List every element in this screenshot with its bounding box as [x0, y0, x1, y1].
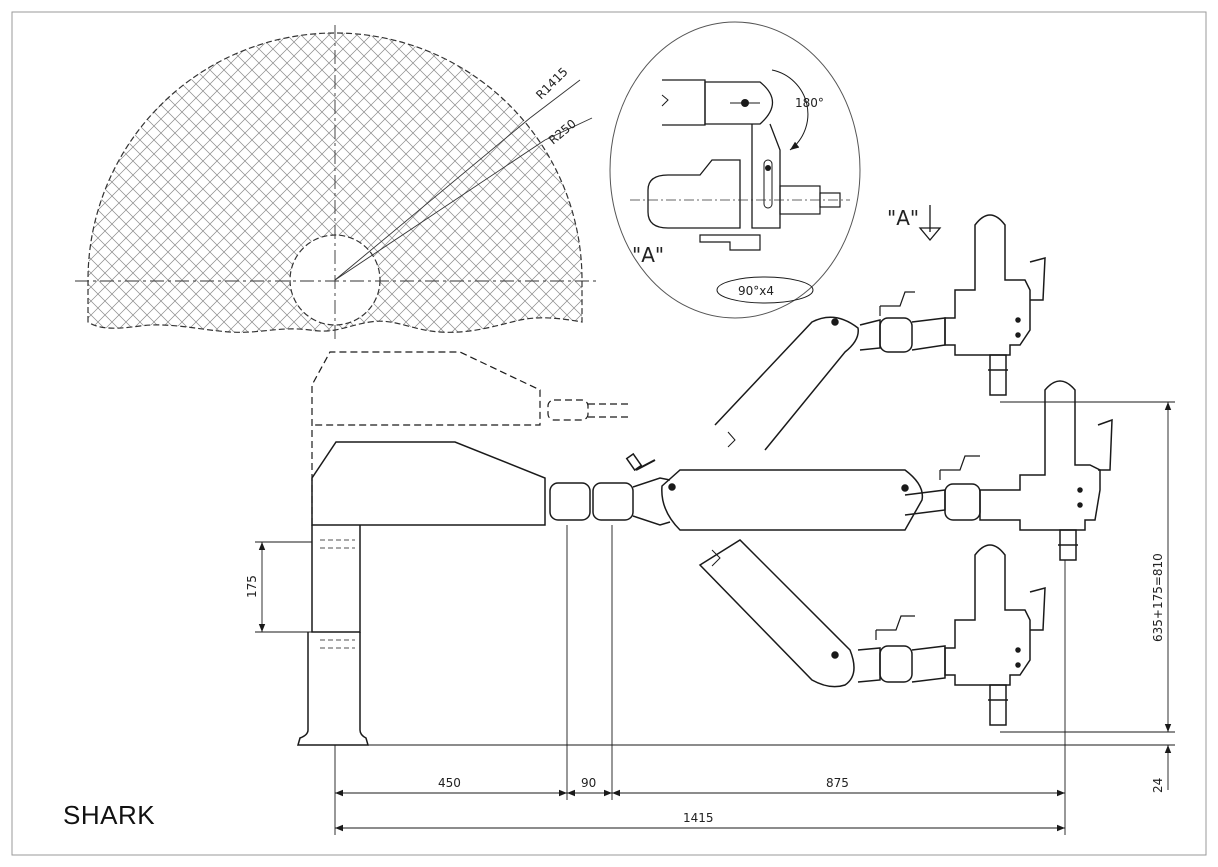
second-arm-upper	[714, 291, 946, 451]
dim-arm-first: 450	[438, 776, 461, 790]
column	[297, 525, 369, 746]
dim-base-offset: 24	[1151, 778, 1165, 793]
tool-head-upper	[944, 214, 1046, 396]
tool-head-lower	[944, 544, 1046, 726]
second-arm-middle	[625, 452, 981, 531]
radius-inner-label: R250	[546, 116, 579, 147]
arm-upper-position	[311, 351, 630, 525]
view-arrow: "A"	[887, 205, 942, 242]
detail-view-circle: 180° "A" 90°x4	[609, 21, 861, 319]
drawing-frame	[11, 11, 1207, 856]
main-arm	[311, 441, 671, 526]
radius-leader-outer	[334, 117, 531, 281]
working-area: R1415 R250	[75, 25, 600, 340]
dim-arm-gap: 90	[581, 776, 596, 790]
dim-arm-second: 875	[826, 776, 849, 790]
dim-total-reach: 1415	[683, 811, 714, 825]
radius-outer-label: R1415	[533, 65, 570, 102]
view-a-label: "A"	[632, 243, 664, 267]
indexing-badge	[716, 276, 814, 304]
tool-head-middle	[979, 380, 1113, 561]
second-arm-lower	[698, 539, 946, 688]
indexing-label: 90°x4	[738, 284, 774, 298]
dim-vertical-stroke: 635+175=810	[1151, 553, 1165, 642]
radius-leader-inner	[334, 139, 546, 281]
view-arrow-label: "A"	[887, 206, 919, 230]
drawing-title: SHARK	[63, 800, 156, 830]
dim-column-height: 175	[245, 575, 259, 598]
dimensions	[255, 401, 1175, 835]
rotation-angle-label: 180°	[795, 96, 824, 110]
